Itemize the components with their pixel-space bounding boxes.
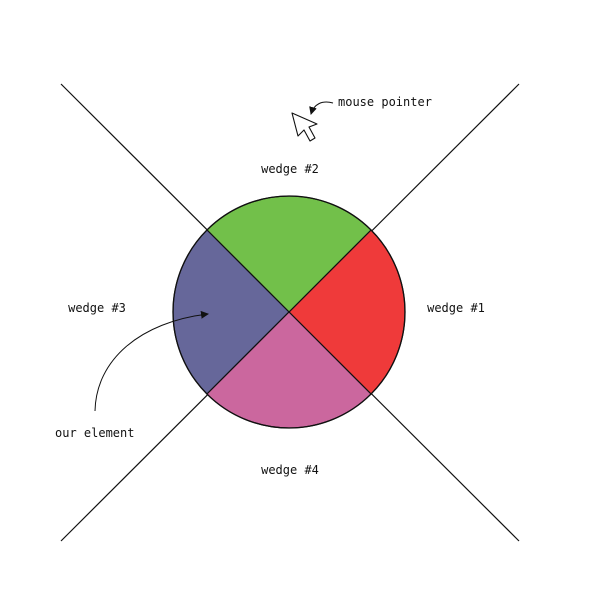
wedge-4-label: wedge #4: [261, 463, 319, 477]
circle-outline: [172, 195, 406, 429]
wedge-3-label: wedge #3: [68, 301, 126, 315]
mouse-pointer-label: mouse pointer: [338, 95, 432, 109]
our-element-callout-arrow: [94, 310, 209, 412]
wedge-2-label: wedge #2: [261, 162, 319, 176]
mouse-pointer-icon: [291, 112, 318, 142]
mouse-pointer-callout-arrow: [309, 101, 334, 115]
our-element-label: our element: [55, 426, 134, 440]
wedge-1-label: wedge #1: [427, 301, 485, 315]
